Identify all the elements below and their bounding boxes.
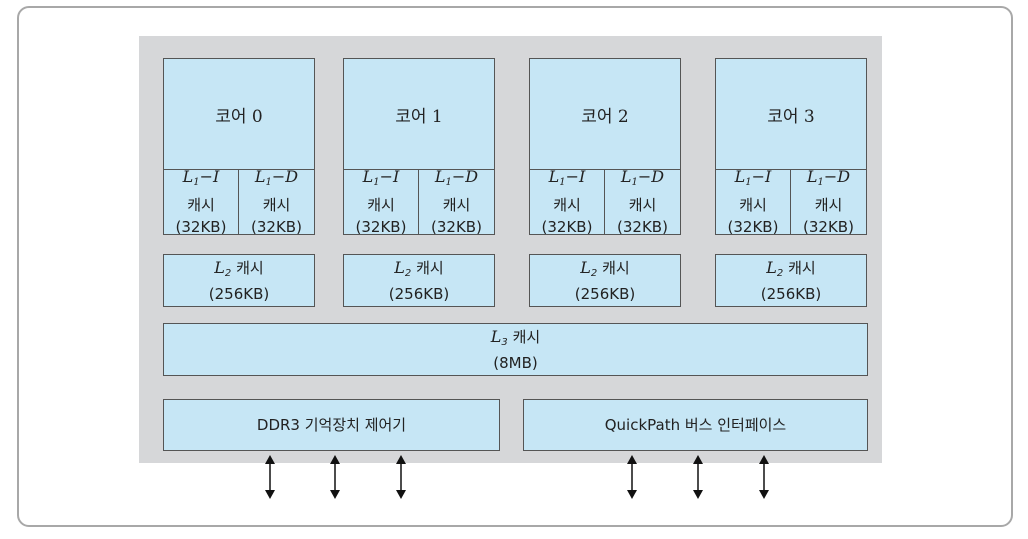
ddr3-io-arrow-3 <box>396 455 406 499</box>
l1d-size: (32KB) <box>431 217 482 236</box>
l1d-size: (32KB) <box>251 217 302 236</box>
quickpath-io-arrow-1 <box>627 455 637 499</box>
ddr3-io-arrow-2 <box>330 455 340 499</box>
core-2-l1d-cache: L1−D 캐시 (32KB) <box>605 166 680 236</box>
l1d-label: L1−D <box>254 166 299 188</box>
quickpath-label: QuickPath 버스 인터페이스 <box>604 415 787 434</box>
core-3-l1i-cache: L1−I 캐시 (32KB) <box>716 166 791 236</box>
core-2-l2-cache: L2 캐시 (256KB) <box>529 254 681 307</box>
core-1-block: 코어 1 L1−I 캐시 (32KB) L1−D 캐시 (32KB) <box>343 58 495 236</box>
core-2-title: 코어 2 <box>530 59 680 170</box>
core-1-title: 코어 1 <box>344 59 494 170</box>
l1i-cache-word: 캐시 <box>739 195 767 214</box>
quickpath-bus-interface: QuickPath 버스 인터페이스 <box>523 399 868 451</box>
core-2-l1i-cache: L1−I 캐시 (32KB) <box>530 166 605 236</box>
l1i-cache-word: 캐시 <box>553 195 581 214</box>
ddr3-memory-controller: DDR3 기억장치 제어기 <box>163 399 500 451</box>
core-2-block: 코어 2 L1−I 캐시 (32KB) L1−D 캐시 (32KB) <box>529 58 681 236</box>
core-3-l1d-cache: L1−D 캐시 (32KB) <box>791 166 866 236</box>
core-0-l1d-cache: L1−D 캐시 (32KB) <box>239 166 314 236</box>
l1d-label: L1−D <box>620 166 665 188</box>
l1d-cache-word: 캐시 <box>628 195 657 214</box>
l1d-label: L1−D <box>434 166 479 188</box>
l3-label: L3 캐시 <box>490 326 541 348</box>
core-3-block: 코어 3 L1−I 캐시 (32KB) L1−D 캐시 (32KB) <box>715 58 867 236</box>
ddr3-io-arrow-1 <box>265 455 275 499</box>
quickpath-io-arrow-2 <box>693 455 703 499</box>
l1d-label: L1−D <box>806 166 851 188</box>
l1d-size: (32KB) <box>617 217 668 236</box>
core-0-l1i-cache: L1−I 캐시 (32KB) <box>164 166 239 236</box>
l2-size: (256KB) <box>208 284 270 303</box>
l1d-cache-word: 캐시 <box>814 195 843 214</box>
l2-label: L2 캐시 <box>214 257 264 279</box>
l1i-size: (32KB) <box>175 217 227 236</box>
l2-label: L2 캐시 <box>394 257 444 279</box>
core-0-block: 코어 0 L1−I 캐시 (32KB) L1−D 캐시 (32KB) <box>163 58 315 236</box>
l1i-size: (32KB) <box>355 217 407 236</box>
l1i-cache-word: 캐시 <box>367 195 395 214</box>
l1i-label: L1−I <box>734 166 772 188</box>
core-1-l1i-cache: L1−I 캐시 (32KB) <box>344 166 419 236</box>
core-3-l2-cache: L2 캐시 (256KB) <box>715 254 867 307</box>
l2-label: L2 캐시 <box>766 257 816 279</box>
l1i-label: L1−I <box>182 166 220 188</box>
l1i-size: (32KB) <box>727 217 779 236</box>
l2-size: (256KB) <box>388 284 450 303</box>
l2-size: (256KB) <box>760 284 822 303</box>
core-0-l2-cache: L2 캐시 (256KB) <box>163 254 315 307</box>
l2-size: (256KB) <box>574 284 636 303</box>
l3-cache: L3 캐시 (8MB) <box>163 323 868 376</box>
quickpath-io-arrow-3 <box>759 455 769 499</box>
l1d-cache-word: 캐시 <box>442 195 471 214</box>
core-1-l1d-cache: L1−D 캐시 (32KB) <box>419 166 494 236</box>
l1d-size: (32KB) <box>803 217 854 236</box>
core-1-l2-cache: L2 캐시 (256KB) <box>343 254 495 307</box>
l1i-label: L1−I <box>362 166 400 188</box>
l1i-label: L1−I <box>548 166 586 188</box>
l1d-cache-word: 캐시 <box>262 195 291 214</box>
l1i-cache-word: 캐시 <box>187 195 215 214</box>
l2-label: L2 캐시 <box>580 257 630 279</box>
l3-size: (8MB) <box>493 353 538 372</box>
core-3-title: 코어 3 <box>716 59 866 170</box>
ddr3-label: DDR3 기억장치 제어기 <box>256 415 407 434</box>
l1i-size: (32KB) <box>541 217 593 236</box>
core-0-title: 코어 0 <box>164 59 314 170</box>
